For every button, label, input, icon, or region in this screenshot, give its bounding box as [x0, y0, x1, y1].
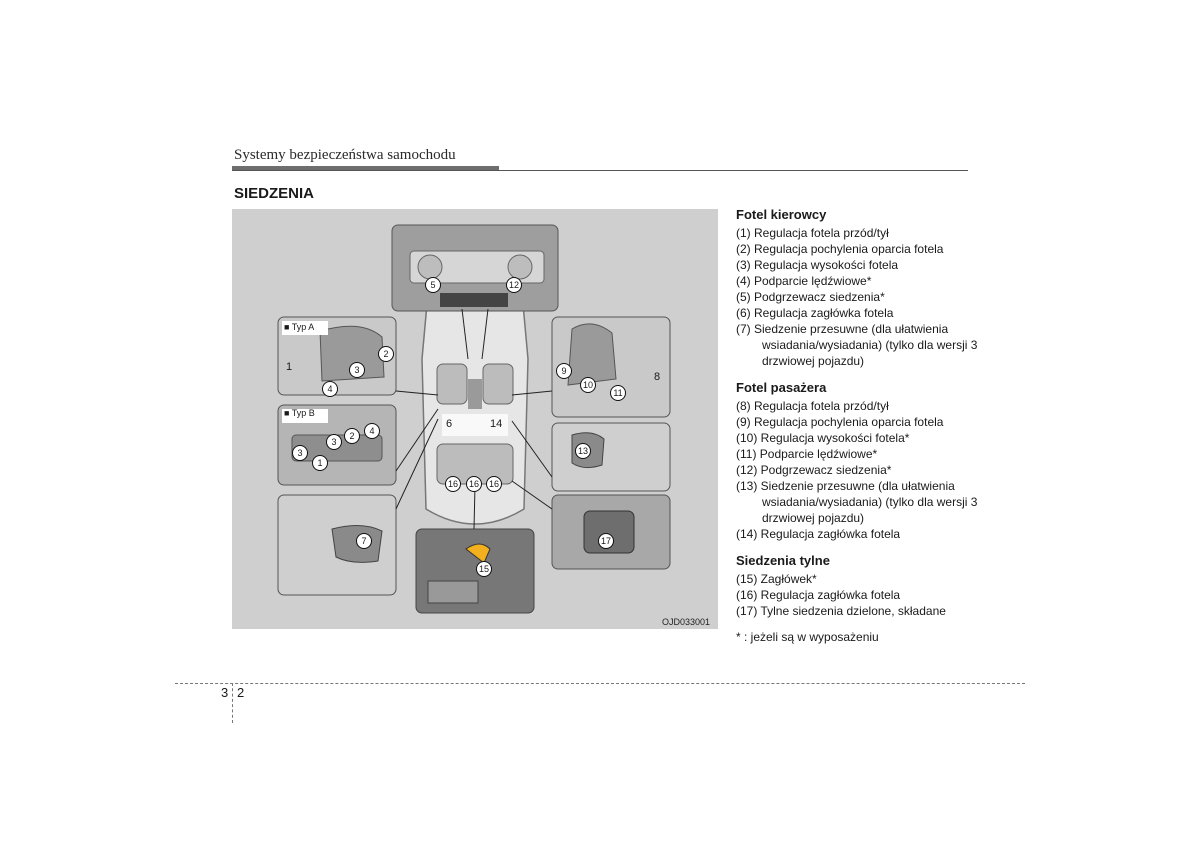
callout-7: 7	[356, 533, 372, 549]
callout-13: 13	[575, 443, 591, 459]
legend-item: (12) Podgrzewacz siedzenia*	[736, 463, 892, 477]
seats-illustration: ■ Typ A ■ Typ B 5 12 1 2 3 4 3 1 3 2 4 7…	[232, 209, 718, 629]
figure-code: OJD033001	[662, 617, 711, 627]
callout-11: 11	[610, 385, 626, 401]
running-header: Systemy bezpieczeństwa samochodu	[234, 147, 456, 163]
callout-3-a: 3	[349, 362, 365, 378]
header-rule	[232, 170, 968, 171]
callout-17: 17	[598, 533, 614, 549]
legend-item: (3) Regulacja wysokości fotela	[736, 258, 899, 272]
panel-rear-headrest	[415, 528, 535, 614]
footnote: * : jeżeli są w wyposażeniu	[736, 630, 879, 644]
callout-1-a: 1	[286, 361, 293, 373]
callout-9: 9	[556, 363, 572, 379]
callout-10: 10	[580, 377, 596, 393]
legend-item: (6) Regulacja zagłówka fotela	[736, 306, 894, 320]
panel-sliding-seat-driver	[277, 494, 397, 596]
legend-item: (5) Podgrzewacz siedzenia*	[736, 290, 885, 304]
callout-6: 6	[446, 418, 453, 430]
seats-diagram	[277, 224, 671, 614]
typ-a-label: ■ Typ A	[284, 322, 315, 332]
callout-4-b: 4	[364, 423, 380, 439]
callout-14: 14	[490, 418, 503, 430]
callout-8: 8	[654, 371, 661, 383]
callout-5: 5	[425, 277, 441, 293]
center-console	[468, 379, 482, 409]
driver-seat-heading: Fotel kierowcy	[736, 207, 827, 222]
panel-sliding-seat-passenger	[551, 422, 671, 492]
panel-rear-folding	[551, 494, 671, 570]
legend-item: (13) Siedzenie przesuwne (dla ułatwienia…	[736, 479, 978, 525]
legend-item: (17) Tylne siedzenia dzielone, składane	[736, 604, 946, 618]
rear-seats-heading: Siedzenia tylne	[736, 553, 830, 568]
legend-item: (4) Podparcie lędźwiowe*	[736, 274, 872, 288]
center-light	[442, 414, 508, 436]
controls-legend: Fotel kierowcy (1) Regulacja fotela przó…	[736, 206, 996, 645]
callout-16-b: 16	[466, 476, 482, 492]
connector-lines	[395, 308, 553, 530]
passenger-seat-heading: Fotel pasażera	[736, 380, 827, 395]
callout-3-b2: 3	[326, 434, 342, 450]
legend-item: (11) Podparcie lędźwiowe*	[736, 447, 878, 461]
legend-item: (15) Zagłówek*	[736, 572, 817, 586]
legend-item: (10) Regulacja wysokości fotela*	[736, 431, 910, 445]
header-accent-bar	[232, 166, 499, 171]
section-title: SIEDZENIA	[234, 185, 315, 202]
legend-item: (9) Regulacja pochylenia oparcia fotela	[736, 415, 944, 429]
callout-4-a: 4	[322, 381, 338, 397]
page-number: 2	[237, 685, 245, 700]
legend-item: (16) Regulacja zagłówka fotela	[736, 588, 901, 602]
front-seat-left	[436, 363, 468, 405]
legend-item: (14) Regulacja zagłówka fotela	[736, 527, 901, 541]
panel-passenger-seat	[551, 316, 671, 418]
callout-3-b: 3	[292, 445, 308, 461]
dashboard-panel	[391, 224, 559, 312]
chapter-number: 3	[221, 685, 229, 700]
rear-seats-group: Siedzenia tylne (15) Zagłówek* (16) Regu…	[736, 552, 996, 619]
callout-2-a: 2	[378, 346, 394, 362]
legend-item: (2) Regulacja pochylenia oparcia fotela	[736, 242, 944, 256]
panel-type-a	[277, 316, 397, 396]
front-seat-right	[482, 363, 514, 405]
callout-16-a: 16	[445, 476, 461, 492]
legend-item: (7) Siedzenie przesuwne (dla ułatwienia …	[736, 322, 978, 368]
typ-b-label: ■ Typ B	[284, 408, 315, 418]
driver-seat-group: Fotel kierowcy (1) Regulacja fotela przó…	[736, 206, 996, 369]
legend-item: (1) Regulacja fotela przód/tył	[736, 226, 889, 240]
passenger-seat-group: Fotel pasażera (8) Regulacja fotela przó…	[736, 379, 996, 542]
legend-item: (8) Regulacja fotela przód/tył	[736, 399, 889, 413]
footer-dashed-rule	[175, 683, 1025, 684]
callout-15: 15	[476, 561, 492, 577]
footer-divider	[232, 683, 233, 723]
callout-16-c: 16	[486, 476, 502, 492]
callout-1-b: 1	[312, 455, 328, 471]
callout-12: 12	[506, 277, 522, 293]
callout-2-b: 2	[344, 428, 360, 444]
